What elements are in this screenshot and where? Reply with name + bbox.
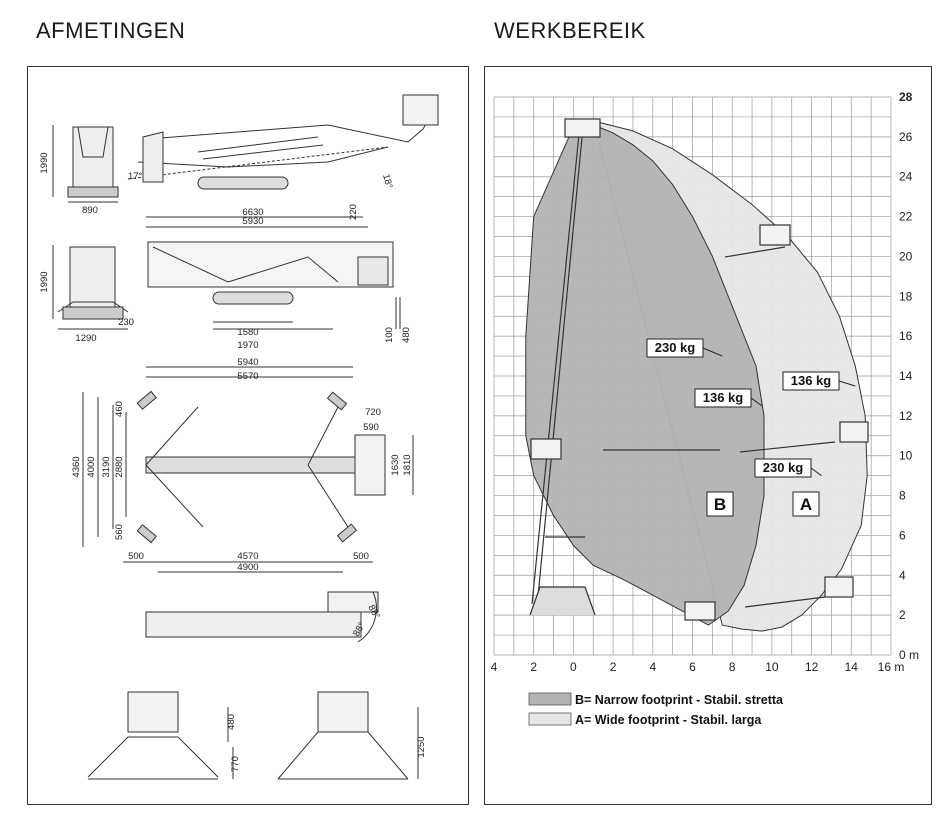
top-view-folded [145,591,379,643]
dimension-labels: 1990 890 17° 18° 6630 5930 220 1990 230 … [39,152,427,772]
y-tick-label: 14 [899,369,913,383]
load-label-text: 230 kg [655,340,696,355]
legend-label: A= Wide footprint - Stabil. larga [575,713,762,727]
legend-swatch [528,712,572,726]
dim-top-height-outer: 4000 [86,456,97,477]
x-tick-label: 4 [491,660,498,674]
load-label-text: 136 kg [791,373,832,388]
load-label-text: 136 kg [703,390,744,405]
y-tick-label: 6 [899,528,906,542]
dim-top-height-total: 4360 [71,456,82,477]
dim-ground-clear: 100 [384,327,395,343]
y-tick-label: 20 [899,249,913,263]
load-label-pointer [702,347,723,357]
dim-bottom-mid: 4570 [237,551,258,562]
dim-front-height: 1990 [39,152,50,173]
y-tick-label: 28 [899,90,913,104]
dim-front2-offset: 230 [118,317,134,328]
dim-top-upper: 460 [114,401,125,417]
load-label-pointer [750,397,763,407]
top-view-outriggers [82,366,414,573]
x-tick-label: 8 [729,660,736,674]
dim-top-length-outer: 5940 [237,357,258,368]
dimensions-drawing: 1990 890 17° 18° 6630 5930 220 1990 230 … [39,94,439,780]
dim-basket-depth: 1630 [390,454,401,475]
legend-swatch [528,692,572,706]
dimensions-heading: AFMETINGEN [36,18,186,43]
load-label-pointer [810,467,822,477]
load-labels: 230 kg 136 kg 136 kg 230 kg B A [646,338,856,517]
y-tick-label: 12 [899,409,913,423]
front-view-1 [52,125,119,203]
y-tick-label: 16 [899,329,913,343]
dim-front2-height: 1990 [39,271,50,292]
y-tick-label: 26 [899,130,913,144]
x-tick-label: 0 [570,660,577,674]
dim-rear-height: 480 [226,714,237,730]
x-tick-label: 10 [765,660,779,674]
load-label-text: 230 kg [763,460,804,475]
x-tick-label: 4 [649,660,656,674]
y-tick-label: 2 [899,608,906,622]
dim-basket-inner: 590 [363,422,379,433]
dim-side-offset: 220 [348,204,359,220]
zone-label-box [706,491,734,517]
dim-side-length-body: 5930 [242,216,263,227]
y-tick-label: 22 [899,210,913,224]
y-tick-label: 10 [899,449,913,463]
dim-rear-ground: 770 [230,756,241,772]
x-tick-label: 6 [689,660,696,674]
dim-platform-drop: 480 [401,327,412,343]
side-view-extended [146,216,401,330]
y-tick-label: 4 [899,568,906,582]
dim-bottom-total: 4900 [237,562,258,573]
dim-front-width: 890 [82,205,98,216]
dim-track-base: 1970 [237,340,258,351]
zone-label-text: B [714,495,726,514]
y-tick-label: 18 [899,289,913,303]
dim-angle-platform: 18° [380,173,394,190]
dim-front2-width: 1290 [75,333,96,344]
dim-rear2-height: 1250 [416,736,427,757]
x-tick-label: 2 [610,660,617,674]
legend-label: B= Narrow footprint - Stabil. stretta [575,693,784,707]
machine-silhouette [529,118,869,621]
load-label-pointer [838,380,856,387]
rear-view-1 [87,691,234,780]
dim-angle-tilt: 17° [128,171,143,182]
side-view-folded [127,94,439,190]
dim-track-length: 1580 [237,327,258,338]
zone-label-box [792,491,820,517]
dim-top-lower: 560 [114,524,125,540]
x-tick-label: 12 [805,660,819,674]
y-tick-label: 0 m [899,648,919,662]
working-range-heading: WERKBEREIK [494,18,646,43]
dim-top-height-inner: 2880 [114,456,125,477]
dim-basket-side: 1810 [402,454,413,475]
x-tick-label: 2 [530,660,537,674]
area-narrow-footprint [525,124,765,626]
dim-basket-width: 720 [365,407,381,418]
zone-label-text: A [800,495,812,514]
front-view-2 [52,245,129,330]
x-tick-label: 14 [845,660,859,674]
y-tick-label: 8 [899,489,906,503]
chart-legend: B= Narrow footprint - Stabil. stretta A= … [528,692,784,727]
x-tick-label: 16 m [878,660,905,674]
dim-bottom-right: 500 [353,551,369,562]
dim-side-length-total: 6630 [242,207,263,218]
rear-view-2 [277,691,419,780]
dimensions-panel: 1990 890 17° 18° 6630 5930 220 1990 230 … [27,66,469,805]
dim-bottom-left: 500 [128,551,144,562]
dim-top-height-mid: 3190 [101,456,112,477]
dim-top-length-inner: 5570 [237,371,258,382]
y-tick-label: 24 [899,170,913,184]
